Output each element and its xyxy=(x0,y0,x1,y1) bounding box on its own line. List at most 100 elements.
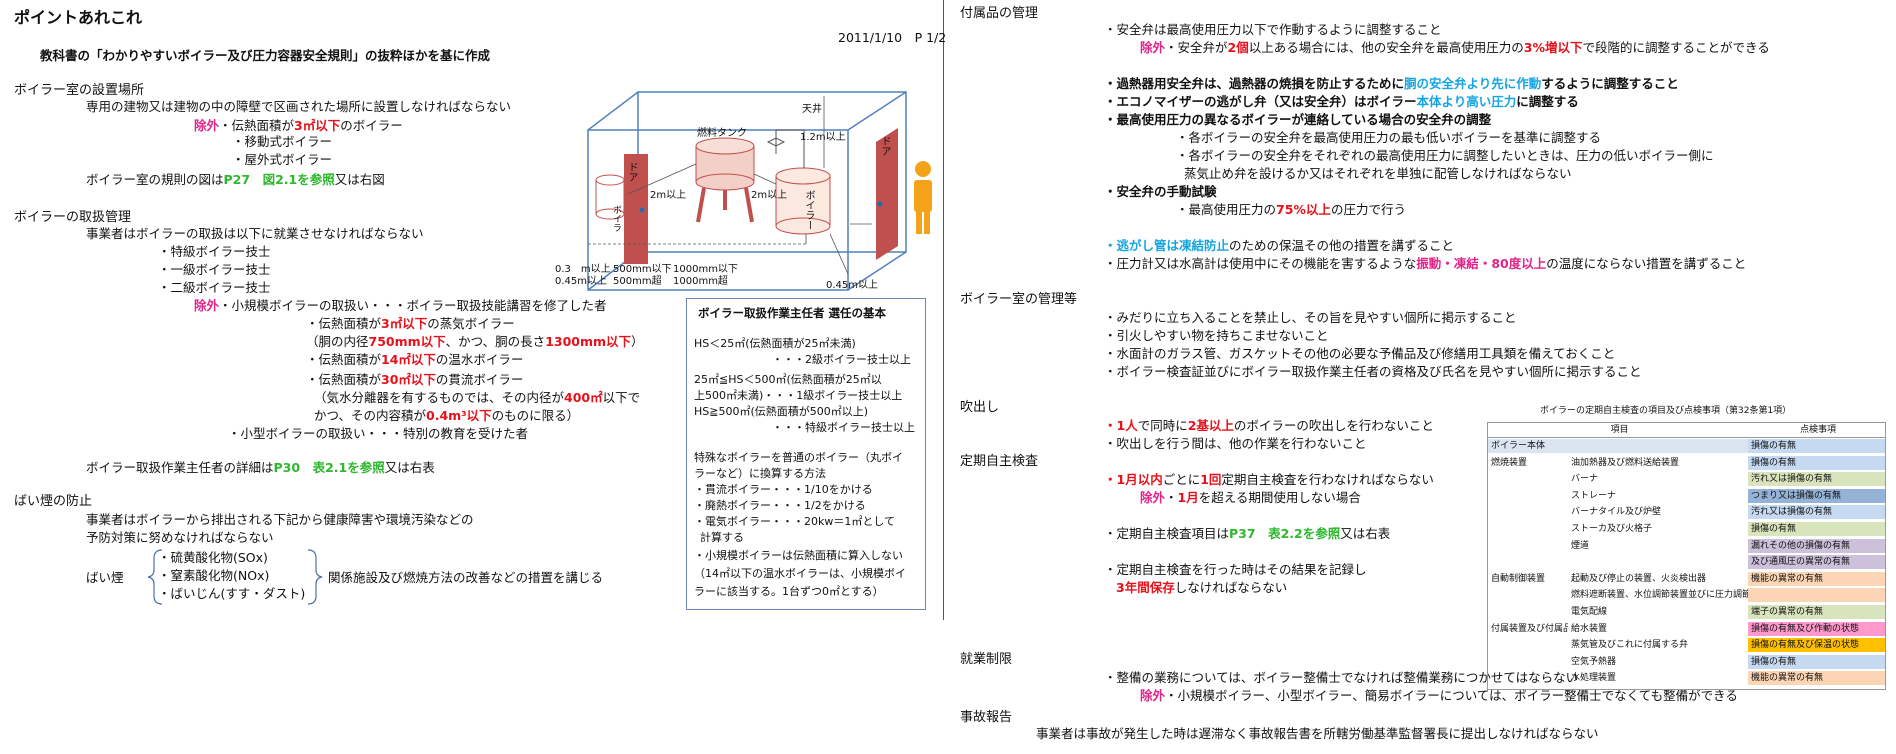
handling-c: ・伝熱面積が14㎡以下の温水ボイラー xyxy=(306,352,524,367)
smoke-label: ばい煙 xyxy=(86,570,124,585)
diagram-big-boiler-label: ボイラー xyxy=(803,190,814,230)
table-cell-check: 損傷の有無 xyxy=(1748,439,1885,453)
selection-line-1: HS＜25㎡(伝熱面積が25㎡未満) xyxy=(694,337,856,350)
table-cell-check: 損傷の有無 xyxy=(1748,455,1885,470)
table-cell-category: 燃焼装置 xyxy=(1491,457,1528,468)
room-heading: ボイラー室の管理等 xyxy=(960,292,1078,307)
install-exclusion: 除外・伝熱面積が3㎡以下のボイラー xyxy=(194,118,403,133)
selection-line-9: ・貫流ボイラー・・・1/10をかける xyxy=(694,483,873,496)
smoke-braces xyxy=(148,549,323,605)
smoke-measure: 関係施設及び燃焼方法の改善などの措置を講じる xyxy=(328,570,604,585)
door-right-shape xyxy=(876,128,898,260)
smoke-item-dust: ・ばいじん(すす・ダスト) xyxy=(158,586,306,601)
inspection-table: 項目 点検事項 ボイラー本体損傷の有無燃焼装置油加熱器及び燃料送給装置損傷の有無… xyxy=(1487,422,1886,690)
table-cell-category xyxy=(1488,539,1568,553)
table-cell-category xyxy=(1488,605,1568,619)
table-row: 煙道 漏れその他の損傷の有無 xyxy=(1488,538,1885,553)
table-row: 燃焼装置油加熱器及び燃料送給装置損傷の有無 xyxy=(1488,455,1885,470)
table-cell-category: 付属装置及び付属品 xyxy=(1491,623,1568,634)
selection-line-14: （14㎡以下の温水ボイラーは、小規模ボイ xyxy=(694,567,906,580)
table-row: 空気予熱器損傷の有無 xyxy=(1488,654,1885,669)
diagram-dim-0-3m: 0.3 m以上 xyxy=(555,264,611,275)
table-cell-check: 漏れその他の損傷の有無 xyxy=(1748,538,1885,553)
table-row: 及び通風圧の異常の有無 xyxy=(1488,555,1885,570)
inspection-reference: ・定期自主検査項目はP37 表2.2を参照又は右表 xyxy=(1104,526,1391,541)
accessory-line-2: 除外・安全弁が2個以上ある場合には、他の安全弁を最高使用圧力の3%増以下で段階的… xyxy=(1140,40,1770,55)
table-cell-item: 煙道 xyxy=(1571,540,1590,551)
diagram-dim-1000-over: 1000mm超 xyxy=(673,276,728,287)
table-row: 電気配線 端子の異常の有無 xyxy=(1488,605,1885,619)
room-line-2: ・引火しやすい物を持ちこませないこと xyxy=(1104,328,1329,343)
accessory-line-7: ・各ボイラーの安全弁をそれぞれの最高使用圧力に調整したいときは、圧力の低いボイラ… xyxy=(1176,148,1714,163)
table-cell-item: バーナタイル及び炉壁 xyxy=(1571,507,1662,518)
accident-heading: 事故報告 xyxy=(960,710,1013,725)
accessory-line-11: ・逃がし管は凍結防止のための保温その他の措置を講ずること xyxy=(1104,238,1455,253)
accessory-heading: 付属品の管理 xyxy=(960,6,1039,21)
selection-line-2: ・・・2級ボイラー技士以上 xyxy=(772,353,911,366)
inspection-heading: 定期自主検査 xyxy=(960,454,1039,469)
header-item: 項目 xyxy=(1610,425,1629,435)
table-cell-check: 汚れ又は損傷の有無 xyxy=(1748,505,1885,520)
boiler-room-diagram xyxy=(587,91,907,291)
table-cell-category xyxy=(1488,555,1568,569)
selection-line-7: 特殊なボイラーを普通のボイラー（丸ボイ xyxy=(694,451,903,464)
table-cell-item: 起動及び停止の装置、火炎検出器 xyxy=(1571,573,1707,584)
selection-line-10: ・廃熱ボイラー・・・1/2をかける xyxy=(694,499,866,512)
table-cell-check: つまり又は損傷の有無 xyxy=(1748,488,1885,503)
selection-line-11: ・電気ボイラー・・・20kw＝1㎡として xyxy=(694,515,896,528)
install-heading: ボイラー室の設置場所 xyxy=(14,83,145,98)
diagram-dim-0-45m-a: 0.45m以上 xyxy=(555,276,608,287)
smoke-line-2: 予防対策に努めなければならない xyxy=(86,530,274,545)
accessory-line-12: ・圧力計又は水高計は使用中にその機能を害するような振動・凍結・80度以上の温度に… xyxy=(1104,256,1747,271)
table-cell-item: 空気予熱器 xyxy=(1571,656,1617,667)
room-line-1: ・みだりに立ち入ることを禁止し、その旨を見やすい個所に掲示すること xyxy=(1104,310,1517,325)
table-row: ストレーナつまり又は損傷の有無 xyxy=(1488,488,1885,503)
table-cell-item: 電気配線 xyxy=(1571,607,1608,617)
table-cell-item: ストーカ及び火格子 xyxy=(1571,524,1653,534)
diagram-door-left-label: ドア xyxy=(626,162,637,182)
accessory-line-6: ・各ボイラーの安全弁を最高使用圧力の最も低いボイラーを基準に調整する xyxy=(1176,130,1602,145)
table-cell-check: 端子の異常の有無 xyxy=(1748,605,1885,619)
page-subtitle: 教科書の「わかりやすいボイラー及び圧力容器安全規則」の抜粋ほかを基に作成 xyxy=(40,48,491,63)
selection-line-4: 上500㎡未満)・・・1級ボイラー技士以上 xyxy=(694,389,903,402)
table-row: 燃料遮断装置、水位調節装置並びに圧力調節装置 xyxy=(1488,588,1885,603)
handling-qualification-2: ・一級ボイラー技士 xyxy=(158,262,271,277)
inspection-exclusion: 除外・1月を超える期間使用しない場合 xyxy=(1140,490,1361,505)
table-cell-item: 給水装置 xyxy=(1571,623,1608,634)
accessory-line-5: ・最高使用圧力の異なるボイラーが連絡している場合の安全弁の調整 xyxy=(1104,112,1492,127)
header-check: 点検事項 xyxy=(1799,425,1836,435)
selection-box xyxy=(686,298,926,610)
diagram-dim-1000-below: 1000mm以下 xyxy=(673,264,738,275)
table-cell-check: 損傷の有無及び保温の状態 xyxy=(1748,638,1885,653)
inspection-table-caption: ボイラーの定期自主検査の項目及び点検事項（第32条第1項） xyxy=(1540,406,1792,416)
smoke-item-nox: ・窒素酸化物(NOx) xyxy=(158,568,270,583)
table-row: ボイラー本体損傷の有無 xyxy=(1488,439,1885,453)
diagram-ceiling-label: 天井 xyxy=(802,104,822,115)
inspection-table-header: 項目 点検事項 xyxy=(1488,423,1885,438)
handling-a: ・伝熱面積が3㎡以下の蒸気ボイラー xyxy=(306,316,515,331)
handling-line: 事業者はボイラーの取扱は以下に就業させなければならない xyxy=(86,226,424,241)
diagram-dim-1-2m: 1.2m以上 xyxy=(800,132,846,143)
table-cell-category xyxy=(1488,505,1568,519)
table-cell-category xyxy=(1488,522,1568,536)
diagram-fuel-tank-label: 燃料タンク xyxy=(697,128,747,139)
table-cell-category xyxy=(1488,472,1568,486)
table-cell-category xyxy=(1488,588,1568,602)
install-reference: ボイラー室の規則の図はP27 図2.1を参照又は右図 xyxy=(86,172,385,187)
selection-line-8: ラーなど）に換算する方法 xyxy=(694,467,826,480)
handling-heading: ボイラーの取扱管理 xyxy=(14,210,132,225)
table-cell-item xyxy=(1568,555,1748,569)
page-title: ポイントあれこれ xyxy=(14,8,143,27)
table-row: ストーカ及び火格子損傷の有無 xyxy=(1488,522,1885,536)
smoke-heading: ばい煙の防止 xyxy=(14,494,93,509)
table-cell-check: 及び通風圧の異常の有無 xyxy=(1748,555,1885,570)
small-boiler-shape xyxy=(595,174,625,220)
person-icon xyxy=(914,161,932,234)
table-cell-category xyxy=(1488,655,1568,669)
table-cell-check xyxy=(1748,588,1885,603)
column-divider xyxy=(943,0,944,620)
table-row: バーナ汚れ又は損傷の有無 xyxy=(1488,472,1885,487)
handling-b: （胴の内径750mm以下、かつ、胴の長さ1300mm以下） xyxy=(306,334,644,349)
selection-line-12: 計算する xyxy=(700,531,744,544)
table-row: 水処理装置機能の異常の有無 xyxy=(1488,671,1885,686)
